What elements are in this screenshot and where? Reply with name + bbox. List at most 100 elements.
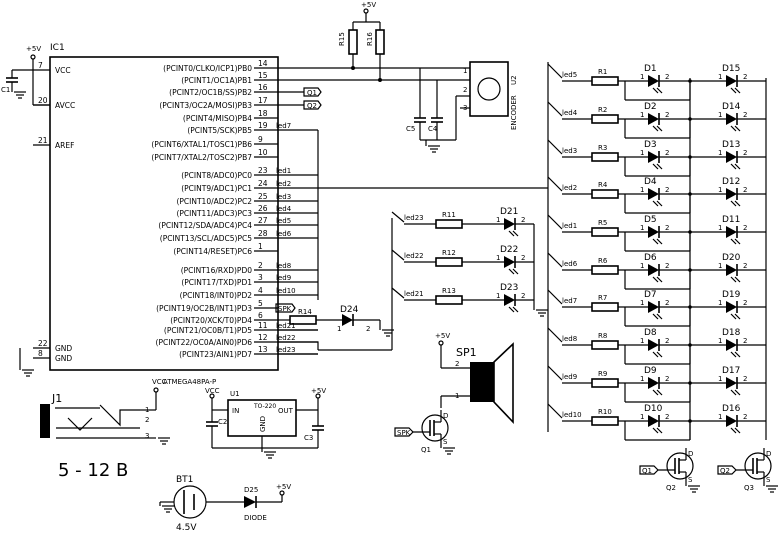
led-light-arrow [656,238,663,245]
bus-lines [278,62,549,432]
ic1-right-pin-num: 18 [258,109,268,118]
led-pin-k: 2 [743,149,747,157]
led-light-arrow [730,163,737,170]
resistor-body [591,265,619,275]
led-triangle [648,264,659,276]
bus-entry [391,249,405,261]
led-label-left: D9 [644,366,657,376]
led-triangle [726,264,737,276]
ic1-right-pin-num: 23 [258,166,268,175]
led-pin-a: 1 [718,413,722,421]
led-pin-k: 2 [665,337,669,345]
led-light-arrow [652,87,659,94]
led-light-arrow [730,389,737,396]
ic1-right-pin-name: (PCINT18/INT0)PD2 [180,291,253,300]
bus-entry [547,403,563,419]
led-light-arrow [730,125,737,132]
ic1-ref: IC1 [50,43,65,53]
d24-pin-a: 1 [337,325,341,333]
led-pin-a: 1 [640,73,644,81]
resistor-body [591,340,619,350]
ic1-net-label: led21 [276,322,296,330]
voltage-range: 5 - 12 В [58,460,128,481]
led-pin-a: 1 [640,262,644,270]
led-triangle [726,377,737,389]
led-pin-k: 2 [665,299,669,307]
gnd-icon [535,309,549,317]
encoder-knob-icon [477,77,501,101]
led-light-arrow [656,351,663,358]
battery-bt1: BT1 4.5V D25 DIODE +5V [159,475,291,533]
led-pin-a: 1 [496,216,500,224]
led-pin-a: 1 [718,375,722,383]
d24-pin-k: 2 [366,325,370,333]
row-net-label: led1 [562,222,577,230]
vcc-label-pullup: +5V [361,1,376,9]
encoder-name: ENCODER [510,95,518,130]
resistor-body [591,227,619,237]
ic1-right-pin-name: (PCINT1/OC1A)PB1 [181,76,252,85]
led-light-arrow [734,351,741,358]
led-pin-k: 2 [665,111,669,119]
ic1-part: ATMEGA48PA-P [163,378,216,386]
u1-in: IN [232,407,239,415]
led-light-arrow [652,351,659,358]
led-label-right: D13 [722,140,740,150]
mosfet-body [421,414,449,442]
ic1-right-pin-num: 16 [258,83,268,92]
row-net-label: led5 [562,71,577,79]
led-light-arrow [652,389,659,396]
ic1-right-pin-num: 1 [258,242,263,251]
led-light-arrow [734,125,741,132]
row-net-label: led9 [562,373,577,381]
resistor-body [591,114,619,124]
led-triangle [504,218,515,230]
mosfet-tag-label: Q2 [720,467,730,475]
led-light-arrow [656,200,663,207]
ic1-right-pin-name: (PCINT21/OC0B/T1)PD5 [164,326,252,335]
mosfet-pin-s: S [443,438,448,446]
bus-entry [547,289,563,305]
led-light-arrow [656,276,663,283]
mosfet-body [666,452,694,480]
mosfet-label: Q2 [666,484,676,492]
led-pin-a: 1 [640,413,644,421]
led-label-right: D12 [722,177,740,187]
net-tags: Q1 Q2 SPK [275,87,322,313]
led-pin-k: 2 [743,299,747,307]
led-label-left: D5 [644,215,657,225]
mosfet-pin-s: S [688,476,693,484]
led-pin-a: 1 [718,299,722,307]
led-triangle [648,339,659,351]
ic1-right-pin-name: (PCINT6/XTAL1/TOSC1)PB6 [151,140,252,149]
led-light-arrow [730,238,737,245]
led-triangle [648,113,659,125]
ic1-right-pin-name: (PCINT16/RXD)PD0 [181,266,253,275]
ic1-right-pin-name: (PCINT11/ADC3)PC3 [176,209,252,218]
ic1-right-pin-num: 9 [258,135,263,144]
led-pin-a: 1 [718,111,722,119]
led-pin-k: 2 [521,292,525,300]
u1-out: OUT [278,407,294,415]
ic1-supply: +5V C1 [1,45,50,377]
mid-led-label: D21 [500,207,518,217]
ic1-right-pin-name: (PCINT13/SCL/ADC5)PC5 [160,234,252,243]
led-triangle [726,301,737,313]
led-light-arrow [734,238,741,245]
led-pin-a: 1 [640,224,644,232]
ic1-net-label: led5 [276,217,291,225]
row-net-label: led2 [562,184,577,192]
led-pin-k: 2 [743,73,747,81]
led-light-arrow [656,87,663,94]
led-pin-a: 1 [718,73,722,81]
resistor-body [591,302,619,312]
led-light-arrow [730,87,737,94]
ic1-right-pin-num: 4 [258,286,263,295]
